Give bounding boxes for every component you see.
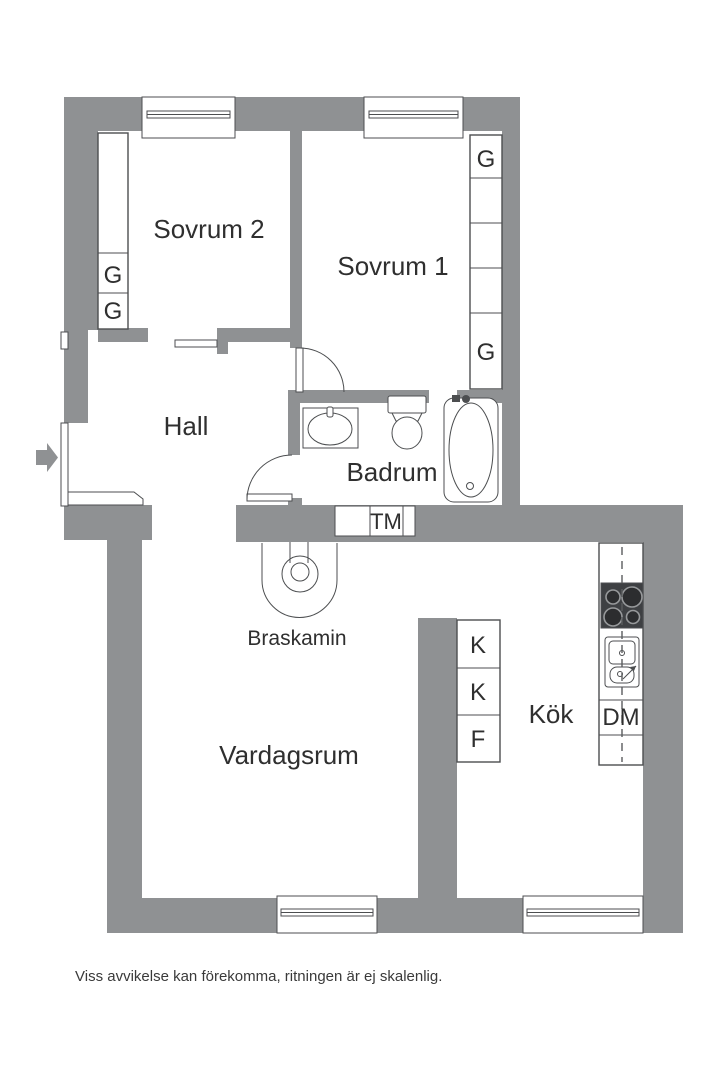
window-bedroom1 <box>363 96 464 139</box>
bedroom1-wardrobes <box>469 134 503 390</box>
wall-bedroom-divider <box>290 131 302 348</box>
windows <box>60 96 644 934</box>
wall-bathroom-left-stub <box>288 392 300 455</box>
washing-machine <box>334 505 416 537</box>
bedroom1-door <box>295 347 345 393</box>
wardrobe-label: G <box>477 339 496 366</box>
entrance-door <box>60 422 144 507</box>
bathroom-door <box>246 454 293 502</box>
wall-bottom-middle <box>377 898 523 933</box>
wall-entry-lower-block <box>64 505 152 540</box>
fireplace-label: Braskamin <box>247 627 346 650</box>
wardrobe-label: G <box>104 298 123 325</box>
wall-kitchen-livingroom-divider <box>418 618 457 902</box>
wall-bottom-left <box>107 898 277 933</box>
wall-bedroom2-pier <box>217 328 228 354</box>
bedroom2-sliding-door <box>174 339 218 348</box>
room-label-bedroom1: Sovrum 1 <box>337 251 448 281</box>
bathtub-faucet-icon <box>452 395 460 402</box>
doors <box>60 339 345 507</box>
dishwasher-label: DM <box>602 704 639 731</box>
room-label-livingroom: Vardagsrum <box>219 740 359 770</box>
toilet <box>387 395 427 450</box>
cabinet-label-k: K <box>470 632 486 659</box>
wall-bathroom-south <box>236 505 683 542</box>
window-livingroom <box>276 895 378 934</box>
walls <box>64 97 683 933</box>
cabinet-label-k: K <box>470 679 486 706</box>
wall-bedroom2-south-left <box>98 328 148 342</box>
wall-bathroom-hinge-stub <box>288 498 302 507</box>
window-bedroom2 <box>141 96 236 139</box>
room-label-hall: Hall <box>164 411 209 441</box>
wall-livingroom-left <box>107 540 142 933</box>
bedroom2-wardrobes <box>97 132 129 330</box>
fireplace <box>261 542 338 618</box>
wall-exterior-left-upper <box>64 97 98 330</box>
kitchen-counter <box>598 542 644 766</box>
room-label-bathroom: Badrum <box>346 457 437 487</box>
entrance-arrow-icon <box>36 443 58 472</box>
bathroom-fixtures <box>302 395 499 537</box>
cabinet-label-f: F <box>471 726 486 753</box>
kitchen-tall-cabinets <box>456 619 501 763</box>
room-label-kitchen: Kök <box>529 699 575 729</box>
wardrobe-label: G <box>104 262 123 289</box>
washbasin <box>302 406 359 449</box>
wall-exterior-right-lower <box>643 540 683 933</box>
room-label-bedroom2: Sovrum 2 <box>153 214 264 244</box>
wardrobe-label: G <box>477 146 496 173</box>
wall-vent-slot <box>60 331 69 350</box>
bathtub <box>443 395 499 503</box>
window-kitchen <box>522 895 644 934</box>
washing-machine-label: TM <box>370 509 402 534</box>
disclaimer-caption: Viss avvikelse kan förekomma, ritningen … <box>75 968 442 985</box>
wall-exterior-right-upper <box>502 97 520 542</box>
closets <box>97 132 503 763</box>
wall-bedroom2-south-right <box>217 328 290 342</box>
